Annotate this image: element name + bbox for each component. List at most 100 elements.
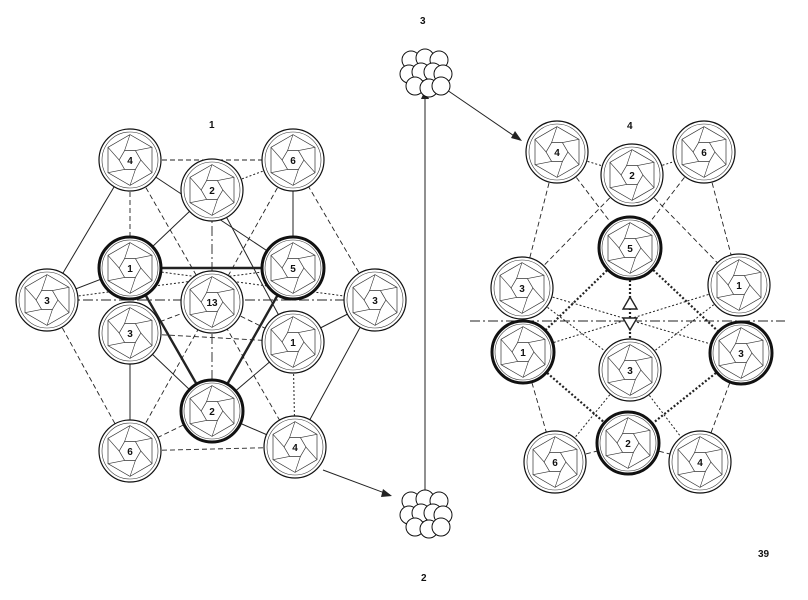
polyhedron-edge bbox=[716, 272, 729, 286]
polyhedron-edge bbox=[516, 262, 523, 279]
sphere-label: 3 bbox=[127, 329, 133, 340]
connector-line bbox=[46, 267, 294, 301]
sphere-inner bbox=[599, 414, 657, 472]
sphere-outline bbox=[98, 419, 162, 483]
figure-4-sphere: 3 bbox=[598, 338, 662, 402]
sphere-label: 5 bbox=[627, 244, 633, 255]
sphere-outline bbox=[707, 253, 771, 317]
polyhedron-edge bbox=[189, 398, 202, 412]
polyhedron-edge bbox=[629, 379, 636, 396]
polyhedron-edge bbox=[270, 147, 283, 161]
polyhedron-edge bbox=[211, 420, 218, 437]
figure-4-sphere: 3 bbox=[708, 320, 774, 386]
sphere-outline bbox=[180, 158, 244, 222]
polyhedron-edge bbox=[189, 311, 207, 316]
polyhedron-edge bbox=[527, 274, 545, 279]
figure-1-sphere: 4 bbox=[263, 415, 327, 479]
sphere-label: 1 bbox=[290, 338, 296, 349]
polyhedron-edge bbox=[124, 242, 131, 259]
polyhedron-edge bbox=[107, 277, 125, 282]
sphere-inner bbox=[101, 422, 159, 480]
polyhedron-edge bbox=[681, 139, 694, 153]
sphere-label: 2 bbox=[629, 171, 635, 182]
sphere-label: 6 bbox=[127, 447, 133, 458]
sphere-outline bbox=[261, 310, 325, 374]
sphere-inner bbox=[183, 382, 241, 440]
sphere-label: 4 bbox=[127, 156, 133, 167]
polyhedron-edge bbox=[135, 254, 153, 259]
polyhedron-edge bbox=[635, 234, 653, 239]
sphere-inner bbox=[712, 324, 770, 382]
polyhedron-edge bbox=[129, 460, 136, 477]
sphere-label: 1 bbox=[520, 348, 526, 359]
polyhedron-edge bbox=[677, 449, 690, 463]
up-triangle-icon bbox=[621, 295, 639, 310]
polyhedron-edge bbox=[57, 299, 70, 313]
connector-line bbox=[522, 351, 629, 444]
polyhedron-edge bbox=[565, 461, 578, 475]
polyhedron-edge bbox=[206, 385, 213, 402]
figure-1-sphere: 2 bbox=[179, 378, 245, 444]
sphere-inner bbox=[526, 433, 584, 491]
sphere-outline bbox=[180, 270, 244, 334]
polyhedron-edge bbox=[638, 442, 651, 456]
polyhedron-edge bbox=[740, 362, 747, 379]
sphere-label: 3 bbox=[519, 284, 525, 295]
figure-1-heading: 1 bbox=[209, 120, 215, 131]
polyhedron-edge bbox=[272, 456, 290, 461]
polyhedron-edge bbox=[560, 448, 578, 453]
polyhedron-edge bbox=[746, 339, 764, 344]
polyhedron-edge bbox=[298, 254, 316, 259]
sphere-inner bbox=[528, 123, 586, 181]
polyhedron-edge bbox=[699, 471, 706, 488]
polyhedron-edge bbox=[270, 277, 288, 282]
figure-4-sphere: 6 bbox=[672, 120, 736, 184]
polyhedron-edge bbox=[294, 456, 301, 473]
polyhedron-edge bbox=[499, 297, 517, 302]
polyhedron-edge bbox=[640, 369, 653, 383]
sphere-outline bbox=[523, 430, 587, 494]
polyhedron-edge bbox=[107, 460, 125, 465]
polyhedron-edge bbox=[287, 242, 294, 259]
sphere-outline bbox=[668, 430, 732, 494]
polyhedron-edge bbox=[222, 301, 235, 315]
polyhedron-edge bbox=[735, 327, 742, 344]
polyhedron-edge bbox=[718, 340, 731, 354]
polyhedron-edge bbox=[733, 259, 740, 276]
sphere-label: 1 bbox=[736, 281, 742, 292]
connector-line bbox=[129, 159, 296, 448]
polyhedron-edge bbox=[107, 438, 120, 452]
polyhedron-edge bbox=[499, 275, 512, 289]
sphere-outline bbox=[98, 128, 162, 192]
polyhedron-edge bbox=[517, 326, 524, 343]
figure-1-sphere: 13 bbox=[180, 270, 244, 334]
polyhedron-edge bbox=[107, 320, 120, 334]
polyhedron-edge bbox=[624, 222, 631, 239]
polyhedron-edge bbox=[533, 351, 546, 365]
figure-1-sphere: 6 bbox=[98, 419, 162, 483]
sphere-label: 13 bbox=[206, 298, 218, 309]
figure-1-sphere: 3 bbox=[343, 268, 407, 332]
sphere-outline bbox=[97, 235, 163, 301]
sphere-label: 4 bbox=[292, 443, 298, 454]
sphere-inner bbox=[101, 239, 159, 297]
polyhedron-edge bbox=[716, 294, 734, 299]
polyhedron-edge bbox=[135, 146, 153, 151]
polyhedron-edge bbox=[607, 357, 620, 371]
polyhedron-edge bbox=[270, 169, 288, 174]
polyhedron-edge bbox=[189, 199, 207, 204]
polyhedron-edge bbox=[24, 287, 37, 301]
polyhedron-edge bbox=[129, 342, 136, 359]
polyhedron-edge bbox=[140, 450, 153, 464]
polyhedron-edge bbox=[532, 449, 545, 463]
polyhedron-edge bbox=[140, 159, 153, 173]
polyhedron-edge bbox=[135, 319, 153, 324]
connector-line bbox=[629, 284, 740, 371]
figure-4-sphere: 3 bbox=[490, 256, 554, 320]
polyhedron-edge bbox=[385, 299, 398, 313]
polyhedron-edge bbox=[206, 164, 213, 181]
polyhedron-edge bbox=[556, 161, 563, 178]
polyhedron-edge bbox=[642, 174, 655, 188]
